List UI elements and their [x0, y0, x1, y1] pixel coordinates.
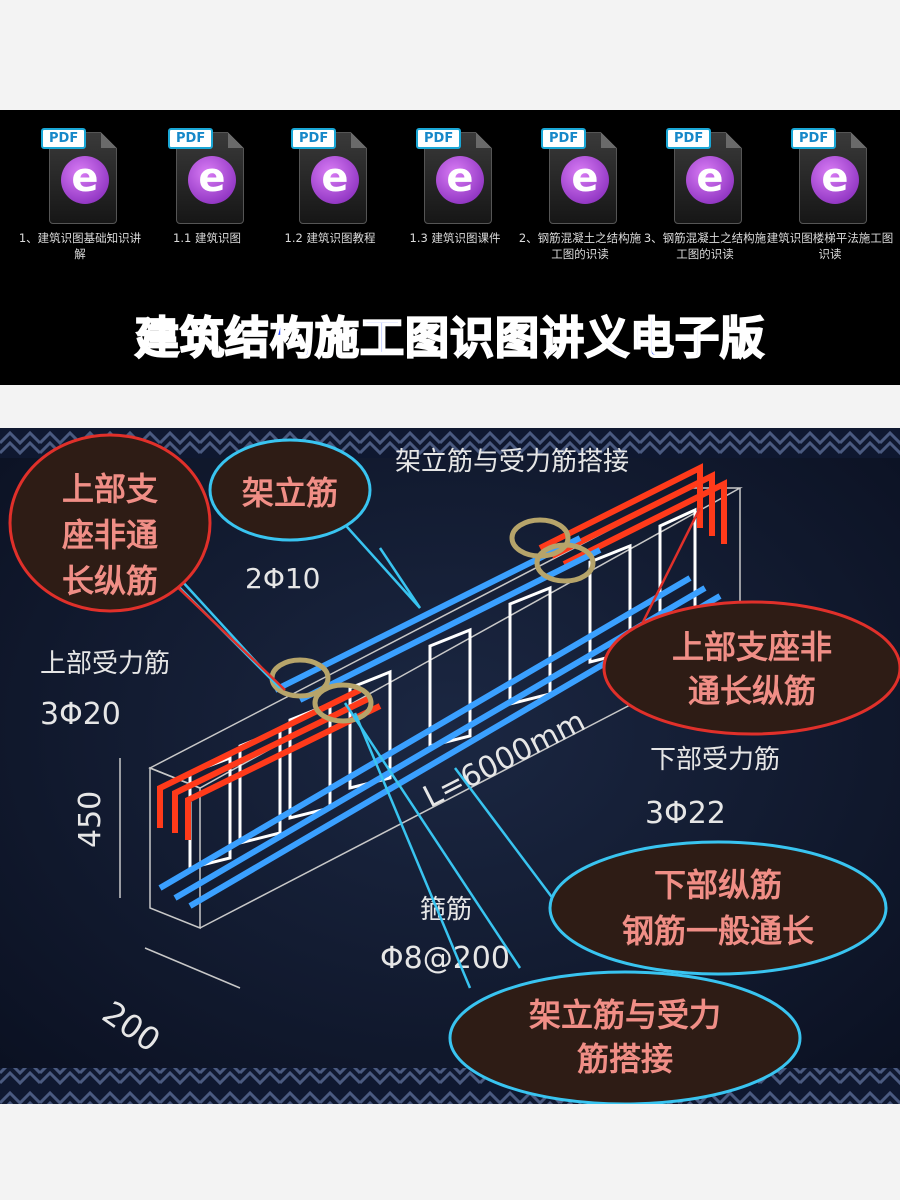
cad-bottom-main: 下部受力筋 — [650, 745, 780, 775]
bubble-erect-bar-text: 架立筋 — [242, 474, 338, 512]
file-label: 1、建筑识图基础知识讲解 — [18, 231, 142, 261]
bubble-bottom-bar: 下部纵筋 钢筋一般通长 — [548, 840, 888, 976]
file-label: 1.2 建筑识图教程 — [284, 231, 376, 245]
file-label: 2、钢筋混凝土之结构施工图的识读 — [518, 231, 642, 261]
bubble-right-support-line2: 通长纵筋 — [688, 672, 816, 710]
cad-height: 450 — [73, 791, 108, 848]
file-label: 1.1 建筑识图 — [173, 231, 241, 245]
bubble-lap-line2: 筋搭接 — [577, 1040, 673, 1078]
cad-top-main: 上部受力筋 — [40, 649, 170, 679]
cad-erect-spec: 2Φ10 — [245, 562, 320, 595]
bubble-erect-bar: 架立筋 — [208, 438, 372, 542]
rebar-beam-diagram: 架立筋与受力筋搭接 2Φ10 上部受力筋 3Φ20 450 L=6000mm 下… — [0, 428, 900, 1104]
bubble-bottom-bar-line1: 下部纵筋 — [654, 866, 782, 904]
cad-stirrup-spec: Φ8@200 — [380, 941, 510, 976]
cad-top-main-spec: 3Φ20 — [40, 697, 121, 732]
bubble-top-left-line3: 长纵筋 — [62, 562, 158, 600]
file-label: 1.3 建筑识图课件 — [409, 231, 501, 245]
bubble-top-left-line2: 座非通 — [62, 516, 158, 554]
file-label: 3、钢筋混凝土之结构施工图的识读 — [643, 231, 767, 261]
cad-bottom-main-spec: 3Φ22 — [645, 796, 726, 831]
bubble-lap: 架立筋与受力 筋搭接 — [448, 970, 802, 1104]
lap-circles — [269, 517, 596, 724]
bubble-bottom-bar-line2: 钢筋一般通长 — [622, 912, 814, 950]
cad-stirrup: 箍筋 — [420, 895, 472, 925]
cad-lap-title: 架立筋与受力筋搭接 — [395, 447, 629, 477]
bubble-top-left: 上部支 座非通 长纵筋 — [8, 433, 212, 613]
headline: 建筑结构施工图识图讲义电子版 — [134, 312, 765, 365]
bubble-right-support-line1: 上部支座非 — [672, 628, 832, 666]
file-label: 建筑识图楼梯平法施工图识读 — [766, 231, 894, 261]
bubble-right-support: 上部支座非 通长纵筋 — [602, 600, 900, 736]
bubble-top-left-line1: 上部支 — [62, 470, 158, 508]
bubble-lap-line1: 架立筋与受力 — [529, 996, 721, 1034]
